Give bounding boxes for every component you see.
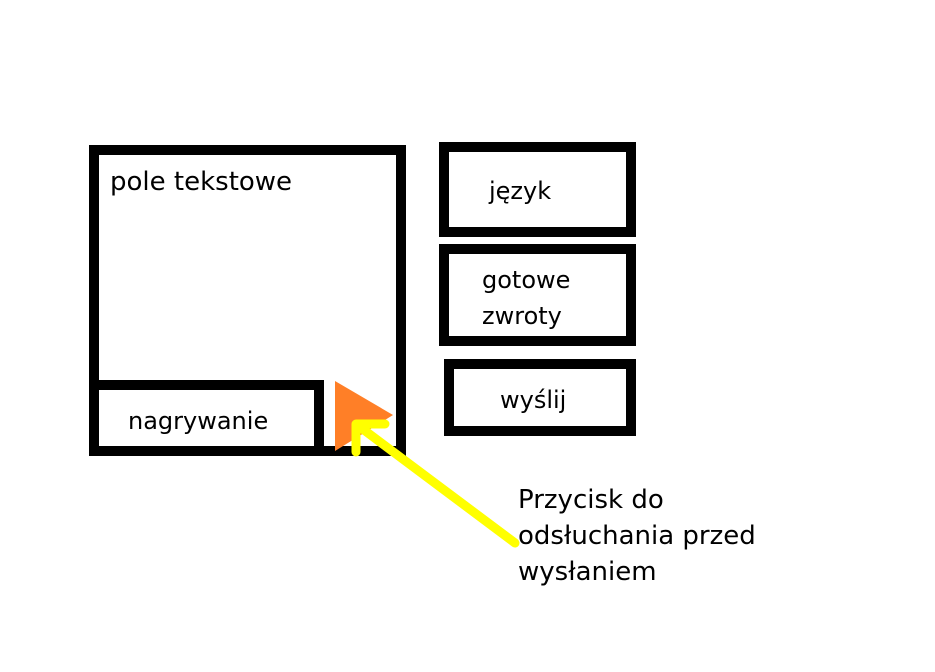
record-button[interactable]: nagrywanie bbox=[89, 380, 324, 456]
send-label: wyślij bbox=[500, 386, 567, 414]
ready-phrases-label: gotowe zwroty bbox=[482, 266, 571, 330]
annotation-text: Przycisk do odsłuchania przed wysłaniem bbox=[518, 485, 756, 587]
ready-phrases-button[interactable]: gotowe zwroty bbox=[439, 244, 636, 346]
language-label: język bbox=[489, 177, 552, 205]
send-button[interactable]: wyślij bbox=[444, 359, 636, 436]
language-button[interactable]: język bbox=[439, 142, 636, 237]
play-triangle-icon[interactable] bbox=[335, 381, 393, 451]
record-label: nagrywanie bbox=[128, 407, 269, 435]
annotation-arrow bbox=[351, 419, 520, 548]
text-field-label: pole tekstowe bbox=[110, 167, 293, 197]
